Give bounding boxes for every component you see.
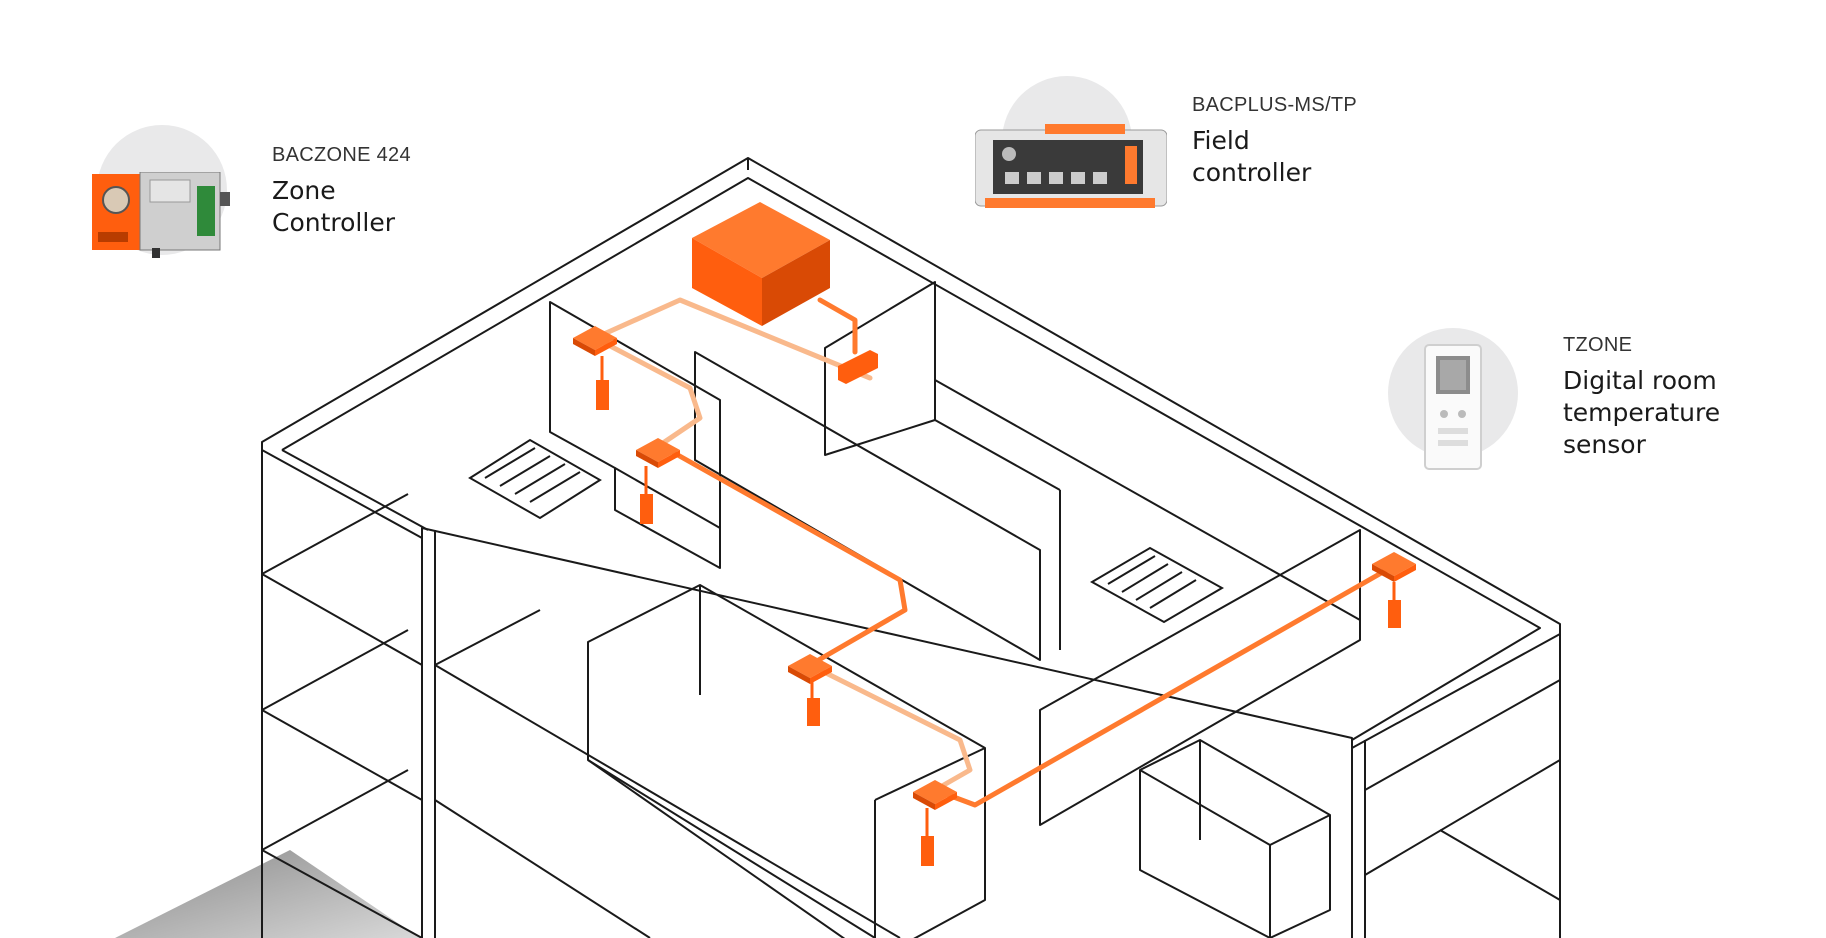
device-model: BACZONE 424 (272, 144, 411, 166)
roof-vent-left (468, 438, 602, 520)
device-title: Field controller (1192, 126, 1312, 187)
field-controller-unit (692, 202, 830, 326)
room-sensor-label: TZONE Digital room temperature sensor (1563, 334, 1720, 461)
ground-shadow (115, 850, 420, 938)
zone-controller-icon (92, 172, 230, 258)
zone-controller-label: BACZONE 424 Zone Controller (272, 144, 411, 239)
field-controller-icon (975, 124, 1167, 208)
building-outline (261, 157, 1561, 938)
device-model: BACPLUS-MS/TP (1192, 94, 1358, 116)
zone-node-2 (636, 438, 680, 524)
network-wiring (592, 297, 1393, 808)
zone-node-5 (1372, 552, 1416, 628)
field-controller-label: BACPLUS-MS/TP Field controller (1192, 94, 1357, 189)
device-title: Digital room temperature sensor (1563, 366, 1721, 459)
zone-node-1 (573, 326, 617, 410)
zone-node-4 (913, 780, 957, 866)
sensor-node (838, 350, 878, 384)
device-title: Zone Controller (272, 176, 395, 237)
roof-vent-right (1089, 546, 1225, 624)
zone-node-3 (788, 654, 832, 726)
room-sensor-icon (1424, 344, 1482, 470)
device-model: TZONE (1563, 334, 1633, 356)
